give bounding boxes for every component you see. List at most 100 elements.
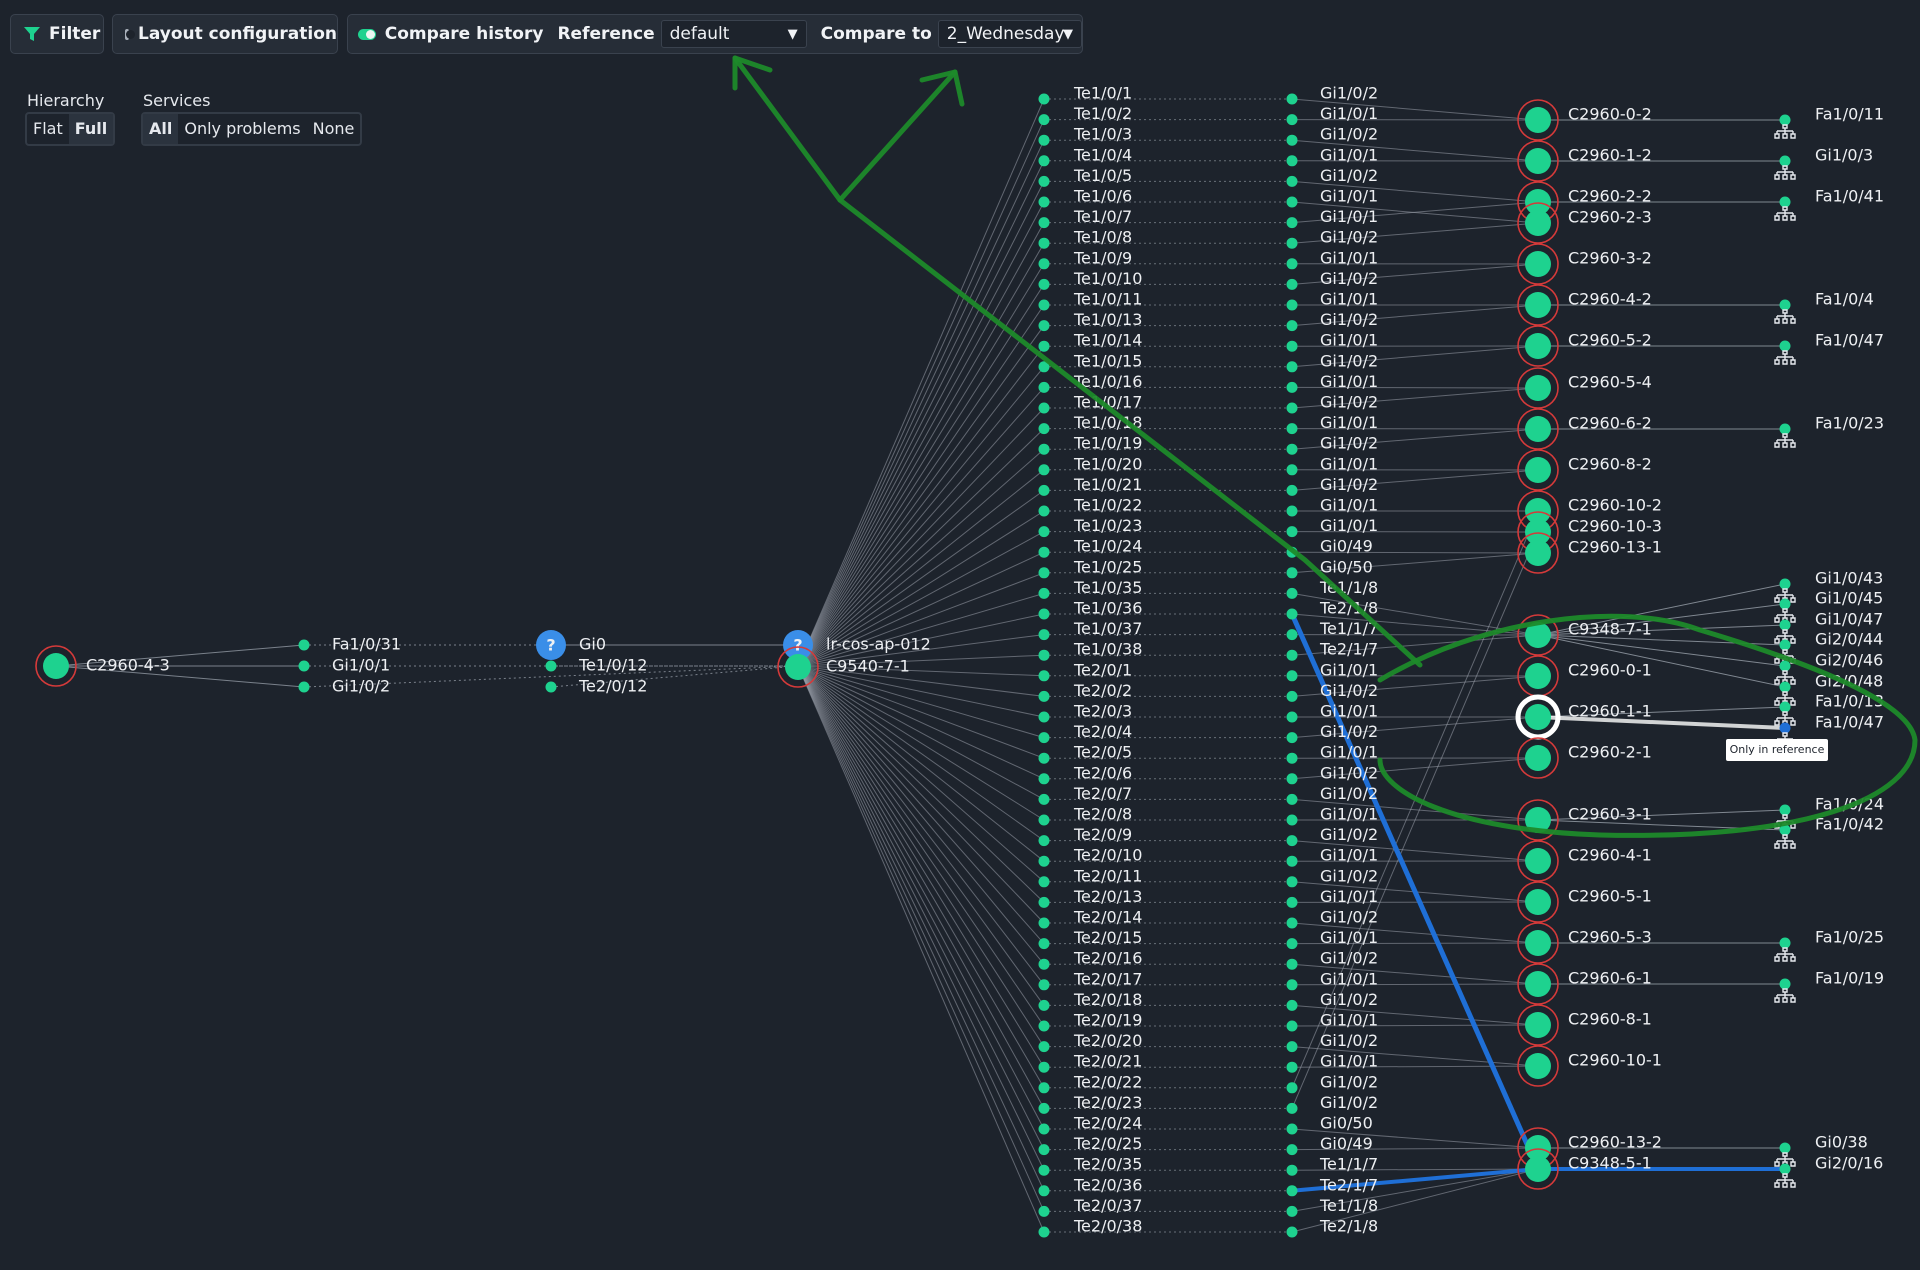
uplink-port-dot[interactable] [1286, 217, 1298, 229]
core-port-dot[interactable] [1038, 773, 1050, 785]
core-port-dot[interactable] [1038, 402, 1050, 414]
edge-port-dot[interactable] [1779, 681, 1791, 693]
core-port-dot[interactable] [1038, 938, 1050, 950]
uplink-port-dot[interactable] [1286, 278, 1298, 290]
uplink-port-dot[interactable] [1286, 340, 1298, 352]
core-node-c9540-7-1[interactable] [785, 654, 811, 680]
uplink-port-dot[interactable] [1286, 114, 1298, 126]
core-port-dot[interactable] [1038, 278, 1050, 290]
uplink-port-dot[interactable] [1286, 938, 1298, 950]
root-port-dot[interactable] [298, 639, 310, 651]
core-port-dot[interactable] [1038, 155, 1050, 167]
core-port-dot[interactable] [1038, 1102, 1050, 1114]
port-dot[interactable] [545, 660, 557, 672]
hierarchy-option-flat[interactable]: Flat [33, 119, 63, 138]
root-node-c2960-4-3[interactable] [43, 653, 69, 679]
edge-port-dot[interactable] [1779, 299, 1791, 311]
uplink-port-dot[interactable] [1286, 1205, 1298, 1217]
layout-configuration-button[interactable]: Layout configuration [112, 14, 338, 54]
uplink-port-dot[interactable] [1286, 999, 1298, 1011]
core-port-dot[interactable] [1038, 134, 1050, 146]
switch-node[interactable] [1525, 1156, 1551, 1182]
host-icon[interactable] [1774, 206, 1796, 221]
uplink-port-dot[interactable] [1286, 979, 1298, 991]
uplink-port-dot[interactable] [1286, 134, 1298, 146]
core-port-dot[interactable] [1038, 464, 1050, 476]
host-icon[interactable] [1774, 165, 1796, 180]
core-port-dot[interactable] [1038, 1020, 1050, 1032]
core-port-dot[interactable] [1038, 958, 1050, 970]
uplink-port-dot[interactable] [1286, 484, 1298, 496]
switch-node[interactable] [1525, 292, 1551, 318]
uplink-port-dot[interactable] [1286, 567, 1298, 579]
core-port-dot[interactable] [1038, 526, 1050, 538]
host-icon[interactable] [1774, 309, 1796, 324]
edge-port-dot[interactable] [1779, 937, 1791, 949]
hierarchy-option-full[interactable]: Full [68, 114, 114, 144]
switch-node[interactable] [1525, 663, 1551, 689]
uplink-port-dot[interactable] [1286, 402, 1298, 414]
edge-port-dot[interactable] [1779, 598, 1791, 610]
uplink-port-dot[interactable] [1286, 855, 1298, 867]
switch-node[interactable] [1525, 1135, 1551, 1161]
uplink-port-dot[interactable] [1286, 793, 1298, 805]
core-port-dot[interactable] [1038, 814, 1050, 826]
core-port-dot[interactable] [1038, 443, 1050, 455]
host-icon[interactable] [1774, 988, 1796, 1003]
switch-node[interactable] [1525, 457, 1551, 483]
uplink-port-dot[interactable] [1286, 773, 1298, 785]
core-port-dot[interactable] [1038, 1185, 1050, 1197]
switch-node[interactable] [1525, 498, 1551, 524]
switch-node[interactable] [1525, 807, 1551, 833]
switch-node[interactable] [1525, 416, 1551, 442]
core-port-dot[interactable] [1038, 258, 1050, 270]
core-port-dot[interactable] [1038, 237, 1050, 249]
uplink-port-dot[interactable] [1286, 464, 1298, 476]
root-port-dot[interactable] [298, 681, 310, 693]
services-option-none[interactable]: None [312, 119, 355, 138]
edge-port-dot[interactable] [1779, 423, 1791, 435]
edge-port-dot[interactable] [1779, 578, 1791, 590]
host-icon[interactable] [1774, 350, 1796, 365]
uplink-port-dot[interactable] [1286, 381, 1298, 393]
core-port-dot[interactable] [1038, 381, 1050, 393]
core-port-dot[interactable] [1038, 1226, 1050, 1238]
root-port-dot[interactable] [298, 660, 310, 672]
uplink-port-dot[interactable] [1286, 1020, 1298, 1032]
uplink-port-dot[interactable] [1286, 711, 1298, 723]
compare-to-select[interactable]: 2_Wednesday ▼ [937, 20, 1082, 48]
edge-port-dot[interactable] [1779, 340, 1791, 352]
edge-port-dot[interactable] [1779, 804, 1791, 816]
uplink-port-dot[interactable] [1286, 835, 1298, 847]
core-port-dot[interactable] [1038, 175, 1050, 187]
uplink-port-dot[interactable] [1286, 814, 1298, 826]
uplink-port-dot[interactable] [1286, 1102, 1298, 1114]
core-port-dot[interactable] [1038, 217, 1050, 229]
unknown-node-gi0[interactable] [536, 630, 566, 660]
core-port-dot[interactable] [1038, 979, 1050, 991]
uplink-port-dot[interactable] [1286, 896, 1298, 908]
core-port-dot[interactable] [1038, 917, 1050, 929]
core-port-dot[interactable] [1038, 299, 1050, 311]
edge-port-dot[interactable] [1779, 114, 1791, 126]
switch-node[interactable] [1525, 251, 1551, 277]
compare-history-toggle[interactable] [358, 28, 376, 40]
uplink-port-dot[interactable] [1286, 1144, 1298, 1156]
switch-node[interactable] [1525, 745, 1551, 771]
host-icon[interactable] [1774, 1173, 1796, 1188]
edge-port-dot[interactable] [1779, 1142, 1791, 1154]
switch-node[interactable] [1525, 622, 1551, 648]
edge-port-dot[interactable] [1779, 196, 1791, 208]
uplink-port-dot[interactable] [1286, 443, 1298, 455]
uplink-port-dot[interactable] [1286, 1164, 1298, 1176]
edge-port-dot[interactable] [1779, 1163, 1791, 1175]
switch-node[interactable] [1525, 971, 1551, 997]
uplink-port-dot[interactable] [1286, 423, 1298, 435]
uplink-port-dot[interactable] [1286, 505, 1298, 517]
uplink-port-dot[interactable] [1286, 320, 1298, 332]
switch-node[interactable] [1525, 210, 1551, 236]
core-port-dot[interactable] [1038, 1144, 1050, 1156]
core-port-dot[interactable] [1038, 423, 1050, 435]
core-port-dot[interactable] [1038, 876, 1050, 888]
